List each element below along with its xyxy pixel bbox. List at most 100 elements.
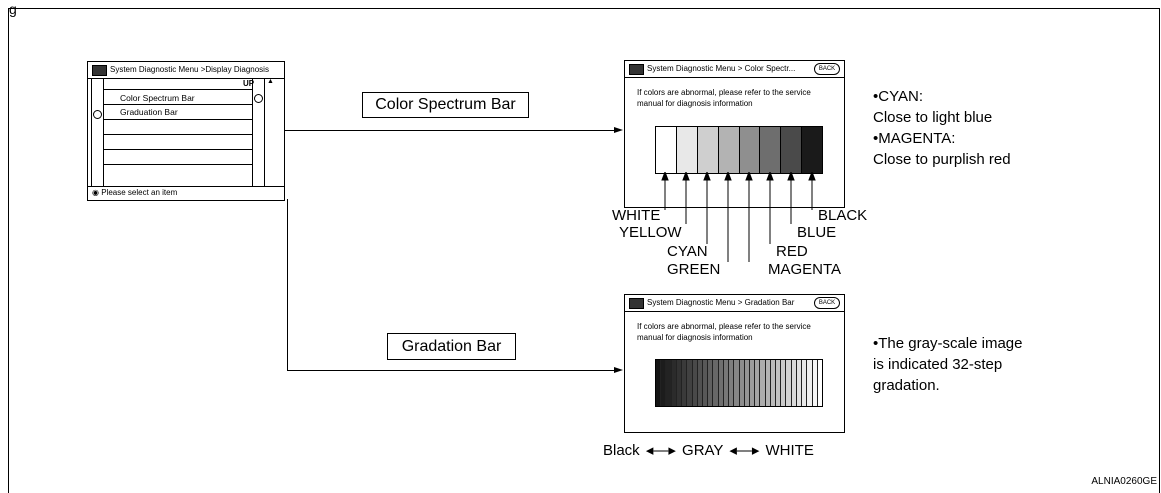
arrowhead-icon: [787, 172, 795, 181]
gradation-message: If colors are abnormal, please refer to …: [637, 322, 811, 342]
connector-gradation: [287, 370, 618, 371]
arrowhead-icon: [703, 172, 711, 181]
gradation-notes: •The gray-scale image is indicated 32-st…: [873, 333, 1022, 396]
caption-gray: GRAY: [682, 442, 724, 459]
gradation-step: [722, 360, 729, 406]
connector-vertical: [287, 199, 288, 371]
menu-item-graduation[interactable]: Graduation Bar: [120, 107, 178, 117]
gradation-step: [759, 360, 765, 406]
caption-white: WHITE: [765, 442, 814, 459]
gradation-step: [775, 360, 781, 406]
note-line: •The gray-scale image: [873, 335, 1023, 352]
cursor-circle-icon: [93, 110, 102, 119]
label-black: BLACK: [818, 207, 868, 224]
spectrum-patch: [759, 127, 781, 173]
arrowhead-icon: [808, 172, 816, 181]
gradation-step: [811, 360, 817, 406]
gradation-step: [801, 360, 807, 406]
figure-frame: g: [8, 1, 1160, 493]
menu-footer: ◉ Please select an item: [92, 188, 178, 197]
spectrum-patch: [738, 127, 760, 173]
label-cyan: CYAN: [667, 243, 708, 260]
spectrum-patch: [801, 127, 822, 173]
gradation-step: [701, 360, 708, 406]
gradation-step: [743, 360, 749, 406]
spectrum-message: If colors are abnormal, please refer to …: [637, 88, 811, 108]
figure-id: ALNIA0260GE: [1091, 476, 1157, 487]
menu-item-color-spectrum[interactable]: Color Spectrum Bar: [120, 93, 195, 103]
spectrum-notes: •CYAN: Close to light blue •MAGENTA: Clo…: [873, 86, 1011, 170]
gradation-step: [696, 360, 702, 406]
menu-row-line: [103, 149, 253, 150]
menu-left-rail-outer: [91, 78, 92, 186]
spectrum-patch: [717, 127, 739, 173]
spectrum-patch: [656, 127, 676, 173]
double-arrow-icon: ◂—▸: [729, 442, 760, 459]
label-yellow: YELLOW: [619, 224, 682, 241]
header-fragment: g: [9, 1, 17, 17]
color-spectrum-bar: [655, 126, 823, 174]
back-button[interactable]: BACK: [814, 297, 840, 309]
back-button[interactable]: BACK: [814, 63, 840, 75]
gradation-step: [806, 360, 812, 406]
arrowhead-icon: [724, 172, 732, 181]
note-line: •MAGENTA:: [873, 130, 956, 147]
label-magenta: MAGENTA: [768, 261, 842, 278]
spectrum-patch: [675, 127, 697, 173]
gradation-step: [780, 360, 786, 406]
gradation-step: [660, 360, 666, 406]
note-line: Close to purplish red: [873, 151, 1011, 168]
up-arrow-icon: ▲: [267, 78, 274, 85]
gradation-step: [733, 360, 739, 406]
gradation-step: [738, 360, 744, 406]
spectrum-patch: [780, 127, 802, 173]
double-arrow-icon: ◂—▸: [645, 442, 676, 459]
gradation-step: [670, 360, 676, 406]
gradation-label: Gradation Bar: [387, 333, 516, 360]
arrowhead-icon: [682, 172, 690, 181]
label-red: RED: [776, 243, 808, 260]
label-green: GREEN: [667, 261, 721, 278]
gradation-step: [816, 360, 822, 406]
gradation-step: [795, 360, 802, 406]
menu-footer-divider: [88, 186, 284, 187]
menu-row-line: [103, 89, 253, 90]
arrow-right-icon: [614, 367, 623, 373]
screen-icon: [629, 64, 644, 75]
gradation-step: [712, 360, 718, 406]
label-white: WHITE: [612, 207, 661, 224]
gradation-step: [665, 360, 671, 406]
connector-spectrum: [284, 130, 618, 131]
gradation-step: [681, 360, 687, 406]
arrowhead-icon: [661, 172, 669, 181]
gradation-step: [707, 360, 713, 406]
menu-left-rail: [103, 78, 104, 186]
spectrum-patch: [696, 127, 718, 173]
menu-row-line: [103, 119, 253, 120]
gradation-step: [754, 360, 760, 406]
gradation-step: [686, 360, 692, 406]
menu-right-rail: [252, 78, 253, 186]
menu-row-line: [103, 134, 253, 135]
menu-title-bar: System Diagnostic Menu >Display Diagnosi…: [88, 62, 284, 79]
gradation-title-bar: System Diagnostic Menu > Gradation Bar B…: [625, 295, 844, 312]
gradation-step: [769, 360, 776, 406]
caption-black: Black: [603, 442, 640, 459]
arrowhead-icon: [745, 172, 753, 181]
arrowhead-icon: [766, 172, 774, 181]
gradation-bar: [655, 359, 823, 407]
note-line: Close to light blue: [873, 109, 993, 126]
menu-right-rail-outer: [264, 78, 265, 186]
label-blue: BLUE: [797, 224, 837, 241]
menu-row-line: [103, 164, 253, 165]
note-line: •CYAN:: [873, 88, 923, 105]
gradation-step: [764, 360, 770, 406]
note-line: gradation.: [873, 377, 940, 394]
up-label: UP: [243, 79, 255, 88]
gradation-step: [675, 360, 682, 406]
arrow-right-icon: [614, 127, 623, 133]
gradation-step: [748, 360, 755, 406]
gradation-step: [691, 360, 697, 406]
screen-icon: [92, 65, 107, 76]
spectrum-title-bar: System Diagnostic Menu > Color Spectr...…: [625, 61, 844, 78]
